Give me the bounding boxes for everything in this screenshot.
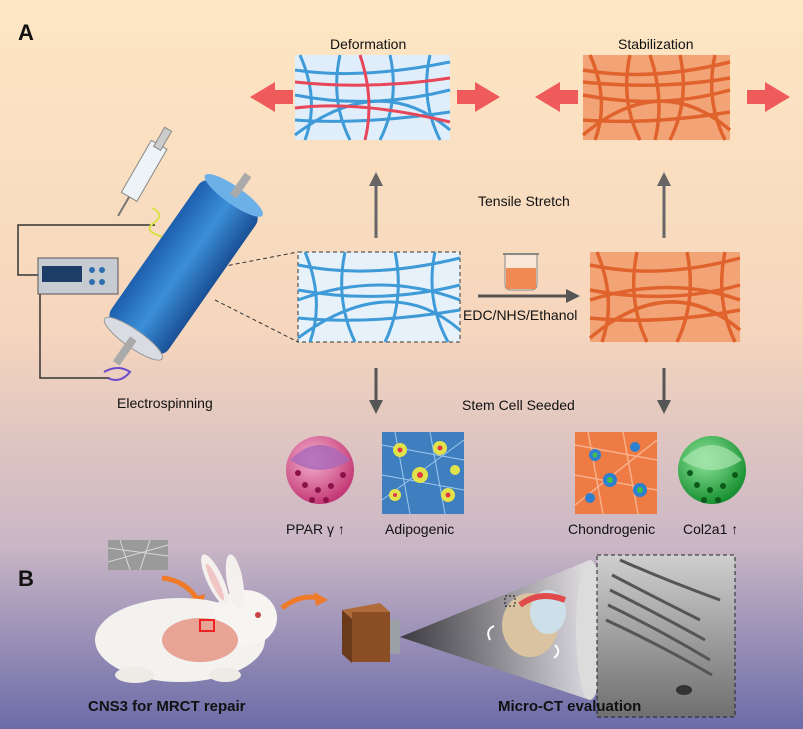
- electrospinning-label: Electrospinning: [117, 395, 213, 411]
- chondrocyte-sphere: [678, 436, 746, 504]
- implant-arrow: [161, 575, 201, 602]
- beaker-icon: [503, 253, 539, 291]
- cns3-label: CNS3 for MRCT repair: [88, 698, 246, 715]
- rabbit-illustration: [95, 554, 277, 683]
- stretch-arrow-right-2: [747, 82, 790, 112]
- up-arrow-right: [657, 172, 671, 238]
- col2a1-label: Col2a1 ↑: [683, 521, 739, 537]
- stretch-arrow-left-2: [535, 82, 578, 112]
- scaffold-sem-thumbnail: [107, 539, 169, 571]
- stabilization-fiber-mat: [581, 54, 732, 141]
- chondrogenic-mat: [574, 431, 658, 515]
- edc-nhs-label: EDC/NHS/Ethanol: [463, 307, 578, 323]
- adipogenic-label: Adipogenic: [385, 521, 455, 537]
- up-arrow-left: [369, 172, 383, 238]
- chondrogenic-label: Chondrogenic: [568, 521, 656, 537]
- stem-cell-label: Stem Cell Seeded: [462, 397, 575, 413]
- tensile-stretch-label: Tensile Stretch: [478, 193, 570, 209]
- ct-scanner-source: [342, 603, 400, 663]
- crosslink-arrow: [478, 289, 580, 303]
- deformation-fiber-mat: [294, 54, 451, 141]
- stabilization-label: Stabilization: [618, 36, 694, 52]
- panel-a-letter: A: [18, 20, 34, 45]
- adipocyte-sphere: [286, 436, 354, 504]
- stretch-arrow-left-1: [250, 82, 293, 112]
- down-arrow-right: [657, 368, 671, 414]
- stretch-arrow-right-1: [457, 82, 500, 112]
- panel-b-letter: B: [18, 566, 34, 591]
- adipogenic-mat: [381, 431, 465, 515]
- microct-image: [596, 554, 736, 718]
- crosslinked-fiber-mat: [588, 251, 742, 343]
- to-ct-arrow: [280, 594, 319, 611]
- down-arrow-left: [369, 368, 383, 414]
- microct-label: Micro-CT evaluation: [498, 698, 642, 715]
- aligned-fiber-mat: [297, 251, 461, 343]
- deformation-label: Deformation: [330, 36, 407, 52]
- ppar-label: PPAR γ ↑: [286, 521, 345, 537]
- electrospinning-apparatus: [17, 126, 263, 381]
- xray-cone: [400, 560, 590, 700]
- shoulder-joint-illustration: [487, 590, 567, 659]
